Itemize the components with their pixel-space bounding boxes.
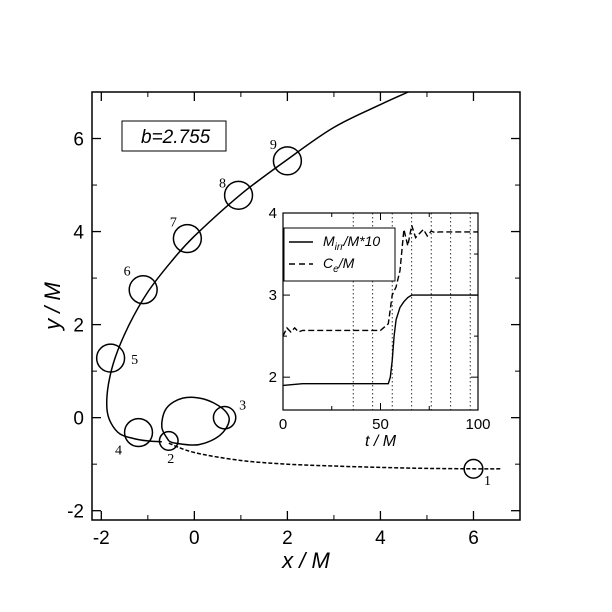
main-y-axis-label: y / M	[40, 281, 65, 331]
position-marker-label: 6	[124, 265, 131, 280]
x-tick-label: -2	[93, 528, 110, 549]
inset-y-tick-label: 4	[269, 205, 277, 222]
y-tick-label: 2	[73, 316, 84, 337]
legend-ce-main: C	[323, 255, 334, 271]
position-marker-circle	[123, 417, 154, 448]
y-tick-label: -2	[67, 502, 84, 523]
inset-x-axis-label: t / M	[365, 433, 397, 450]
x-tick-label: 2	[282, 528, 293, 549]
inset-x-tick-label: 100	[465, 416, 490, 433]
x-tick-label: 0	[189, 528, 200, 549]
inset-legend-frame	[283, 227, 396, 282]
inset-axis-ticks: 0 50 100 2 3 4	[269, 205, 491, 433]
position-marker-circle	[272, 146, 303, 176]
position-marker-label: 7	[170, 216, 177, 231]
impact-parameter-frame	[121, 120, 227, 152]
inset-y-tick-label: 2	[269, 369, 277, 386]
position-marker-circle	[172, 223, 203, 254]
position-marker-label: 4	[115, 444, 122, 459]
position-marker-circle	[212, 405, 237, 430]
position-marker-label: 9	[270, 138, 277, 153]
legend-mirr-rest: /M*10	[343, 233, 381, 249]
inset-x-tick-label: 0	[279, 416, 287, 433]
position-marker-label: 1	[484, 474, 491, 489]
y-tick-label: 6	[73, 130, 84, 151]
main-plot: -2 0 2 4 6 -2 0 2 4 6 1 2 3 4 5 6 7 8 9 b=2.755 x / M y /…	[40, 91, 521, 573]
position-marker-label: 8	[219, 176, 226, 191]
y-tick-label: 4	[73, 223, 84, 244]
inset-legend: Mirr/M*10 Ce/M	[283, 227, 396, 282]
position-marker-label: 2	[167, 452, 174, 467]
inset-series-0	[282, 294, 478, 387]
trajectory-series-2	[168, 442, 502, 470]
legend-label-mirr: Mirr/M*10	[323, 233, 380, 253]
position-marker-label: 5	[131, 353, 138, 368]
main-axis-ticks: -2 0 2 4 6 -2 0 2 4 6	[67, 92, 520, 549]
main-x-axis-label: x / M	[281, 548, 330, 573]
impact-parameter-box: b=2.755	[121, 120, 227, 152]
legend-label-ce: Ce/M	[323, 255, 355, 275]
legend-ce-sub: e	[333, 264, 339, 275]
inset-plot: 0 50 100 2 3 4 Mirr/M*10 Ce/M t / M	[269, 205, 491, 450]
x-tick-label: 6	[468, 528, 479, 549]
position-marker-circle	[463, 458, 484, 479]
legend-mirr-main: M	[323, 233, 335, 249]
main-plot-frame	[91, 91, 521, 521]
inset-x-tick-label: 50	[372, 416, 389, 433]
x-tick-label: 4	[375, 528, 386, 549]
position-marker-label: 3	[239, 399, 246, 414]
inset-series-1	[282, 225, 478, 337]
position-marker-circle	[158, 430, 179, 451]
y-tick-label: 0	[73, 409, 84, 430]
legend-ce-rest: /M	[338, 255, 355, 271]
inset-series-curves	[282, 225, 478, 387]
legend-mirr-sub: irr	[335, 242, 345, 253]
trajectory-series-0	[106, 91, 409, 443]
position-marker-circle	[223, 180, 254, 210]
trajectory-series-1	[160, 396, 230, 446]
main-trajectory-curves	[106, 91, 502, 470]
position-marker-circle	[128, 275, 158, 305]
inset-y-tick-label: 3	[269, 287, 277, 304]
impact-parameter-label: b=2.755	[141, 127, 211, 148]
position-marker-circle	[95, 343, 126, 373]
main-position-markers: 1 2 3 4 5 6 7 8 9	[95, 138, 491, 489]
